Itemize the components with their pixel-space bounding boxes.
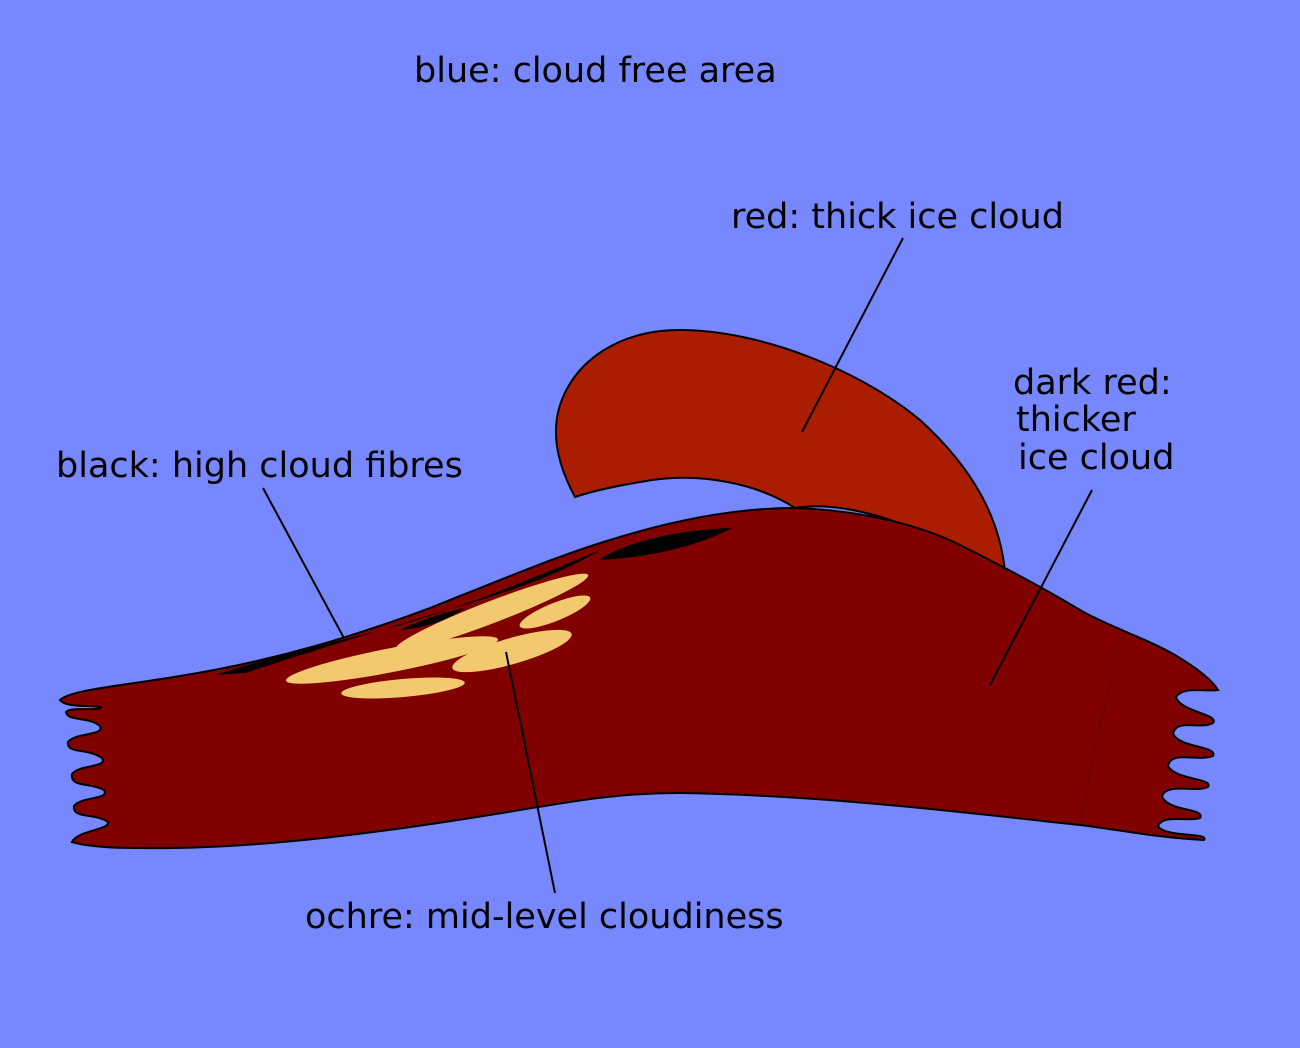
high-cloud-fibre-streak — [598, 528, 732, 560]
mid-level-cloud-patch — [519, 595, 591, 629]
label-thicker-ice-cloud-line1: dark red: — [1013, 363, 1172, 403]
mid-level-cloud-patch — [395, 573, 589, 651]
high-cloud-fibre-streak — [400, 608, 465, 630]
label-thicker-ice-cloud-line2: thicker — [1016, 400, 1136, 440]
label-cloud-free-area: blue: cloud free area — [414, 51, 777, 91]
pointer-line-high-fibres — [262, 487, 346, 641]
thick-ice-cloud-region — [554, 328, 1007, 574]
label-mid-level-cloudiness: ochre: mid-level cloudiness — [305, 897, 784, 937]
pointer-line-mid-level — [505, 651, 556, 894]
mid-level-cloud-patch — [452, 629, 572, 673]
label-thick-ice-cloud: red: thick ice cloud — [731, 197, 1064, 237]
mid-level-cloud-patch — [285, 636, 499, 684]
band-seam-line — [1079, 627, 1124, 826]
mid-level-cloud-patch — [341, 677, 465, 699]
pointer-line-thick-ice — [801, 237, 904, 433]
label-high-cloud-fibres: black: high cloud fibres — [56, 446, 463, 486]
thicker-ice-cloud-region — [58, 506, 1220, 850]
pointer-line-thicker-ice — [989, 489, 1093, 686]
label-thicker-ice-cloud-line3: ice cloud — [1018, 438, 1174, 478]
